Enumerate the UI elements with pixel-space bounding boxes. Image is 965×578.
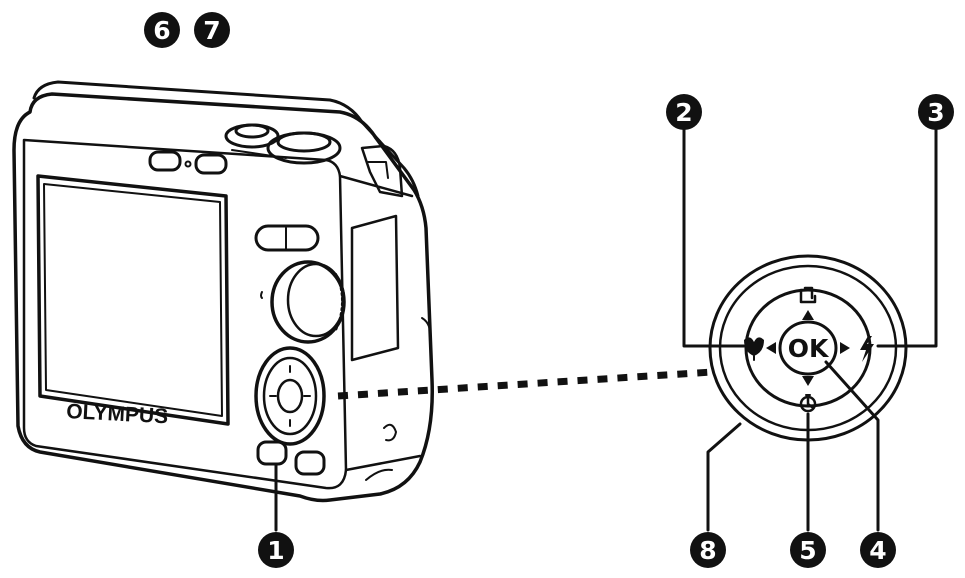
callout-4: 4 (860, 532, 896, 568)
callout-3: 3 (918, 94, 954, 130)
lcd-screen (36, 174, 230, 426)
print-icon (799, 286, 817, 304)
callout-2: 2 (666, 94, 702, 130)
self-timer-icon (799, 394, 817, 413)
callout-5: 5 (790, 532, 826, 568)
lamp-6 (148, 150, 182, 172)
arrow-right-icon (840, 342, 850, 354)
bottom-buttons (256, 440, 326, 476)
top-controls (224, 123, 342, 165)
svg-text:1: 1 (267, 536, 284, 565)
arrow-up-icon (802, 310, 814, 320)
callout-7: 7 (194, 12, 230, 48)
svg-text:3: 3 (927, 98, 944, 127)
macro-icon (744, 337, 764, 361)
leader-lines (274, 128, 938, 532)
svg-text:6: 6 (153, 16, 170, 45)
indicator-lamps (148, 150, 228, 175)
camera-arrow-pad (254, 346, 326, 446)
ok-label: OK (788, 334, 830, 363)
mode-dial (260, 260, 346, 344)
arrow-down-icon (802, 376, 814, 386)
lamp-7 (194, 153, 228, 175)
camera-body (12, 80, 434, 503)
flash-icon (860, 336, 874, 362)
ok-button (778, 320, 838, 376)
svg-text:5: 5 (799, 536, 816, 565)
callout-6: 6 (144, 12, 180, 48)
svg-text:2: 2 (675, 98, 692, 127)
zoom-connector-line (337, 368, 713, 400)
svg-text:7: 7 (203, 16, 220, 45)
zoom-lever (254, 224, 320, 252)
svg-text:8: 8 (699, 536, 716, 565)
svg-text:4: 4 (869, 536, 886, 565)
arrow-left-icon (766, 342, 776, 354)
callout-1: 1 (258, 532, 294, 568)
callout-8: 8 (690, 532, 726, 568)
brand-logo: OLYMPUS (66, 400, 169, 428)
control-pad-enlarged: OK (708, 254, 908, 442)
button-1-shape (256, 440, 288, 466)
